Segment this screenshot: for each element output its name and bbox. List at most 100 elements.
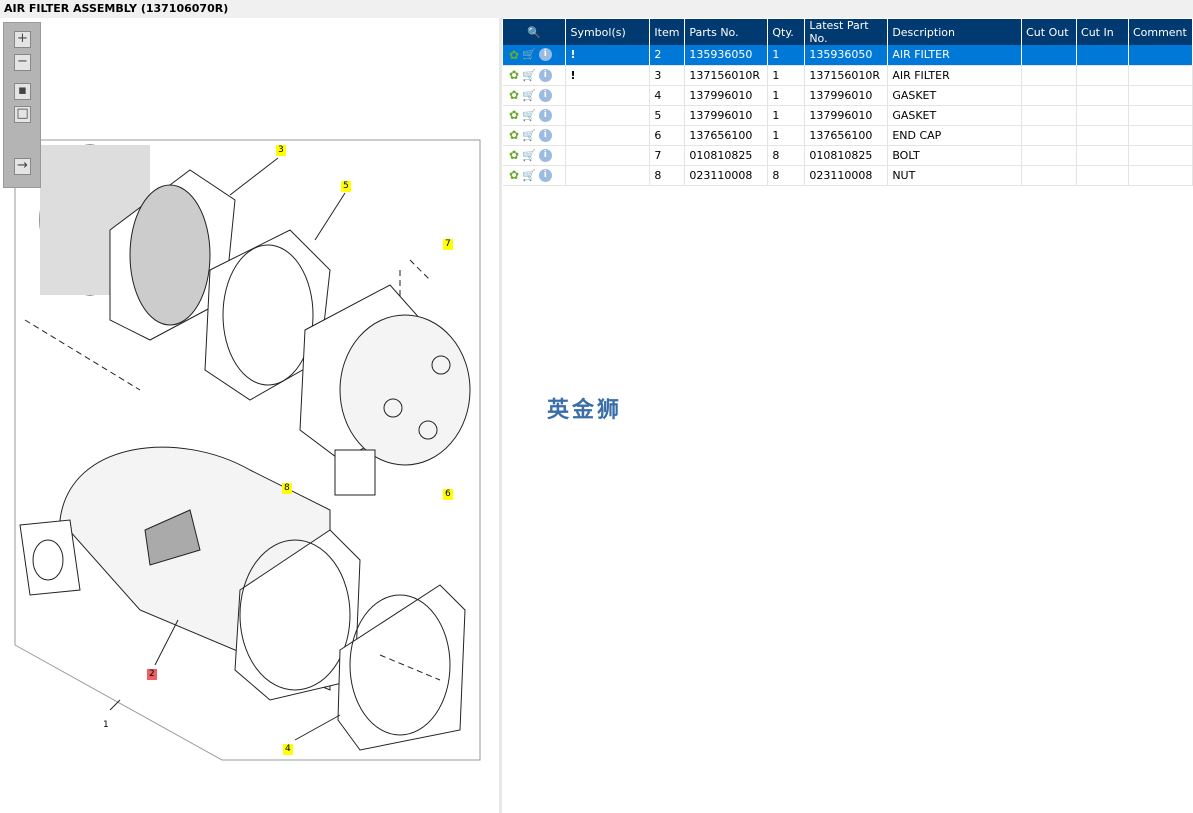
qty-cell: 1 [767,85,806,106]
parts-table: 🔍 Symbol(s) Item Parts No. Qty. Latest P… [503,19,1193,186]
page-title: AIR FILTER ASSEMBLY (137106070R) [0,0,1193,18]
table-row[interactable]: ✿🛒i 5 137996010 1 137996010 GASKET [503,105,1193,126]
fit-all-icon[interactable]: ▪ [14,83,31,100]
cut-in-cell [1076,145,1129,166]
cut-out-cell [1021,65,1078,86]
cart-icon[interactable]: 🛒 [522,128,536,142]
cut-in-cell [1076,125,1129,146]
cut-in-cell [1076,45,1129,66]
item-cell: 6 [649,125,686,146]
cart-icon[interactable]: 🛒 [522,108,536,122]
comment-cell [1128,65,1193,86]
cart-icon[interactable]: 🛒 [522,168,536,182]
cart-icon[interactable]: 🛒 [522,88,536,102]
info-icon[interactable]: i [538,88,552,102]
header-description[interactable]: Description [887,19,1023,45]
item-cell: 8 [649,165,686,186]
gear-icon[interactable]: ✿ [509,168,520,182]
part-number-cell: 135936050 [684,45,769,66]
cut-in-cell [1076,65,1129,86]
table-row[interactable]: ✿🛒i ! 3 137156010R 1 137156010R AIR FILT… [503,65,1193,86]
header-qty[interactable]: Qty. [767,19,806,45]
splitter[interactable] [499,18,502,813]
gear-icon[interactable]: ✿ [509,148,520,162]
header-symbols[interactable]: Symbol(s) [565,19,651,45]
cart-icon[interactable]: 🛒 [522,68,536,82]
table-row[interactable]: ✿🛒i 6 137656100 1 137656100 END CAP [503,125,1193,146]
header-latest-part-no[interactable]: Latest Part No. [804,19,889,45]
info-icon[interactable]: i [538,168,552,182]
part-number-cell: 023110008 [684,165,769,186]
qty-cell: 1 [767,65,806,86]
table-row[interactable]: ✿🛒i 7 010810825 8 010810825 BOLT [503,145,1193,166]
table-row[interactable]: ✿🛒i 8 023110008 8 023110008 NUT [503,165,1193,186]
header-cut-out[interactable]: Cut Out [1021,19,1078,45]
item-cell: 7 [649,145,686,166]
latest-part-cell: 137156010R [804,65,889,86]
cut-out-cell [1021,145,1078,166]
latest-part-cell: 023110008 [804,165,889,186]
info-icon[interactable]: i [538,108,552,122]
callout-6[interactable]: 6 [443,489,453,500]
table-row[interactable]: ✿🛒i 4 137996010 1 137996010 GASKET [503,85,1193,106]
symbol-cell [565,105,651,126]
qty-cell: 1 [767,105,806,126]
cut-in-cell [1076,85,1129,106]
exploded-diagram [14,139,481,761]
symbol-cell [565,145,651,166]
zoom-out-icon[interactable]: − [14,54,31,71]
gear-icon[interactable]: ✿ [509,47,520,62]
cut-out-cell [1021,105,1078,126]
comment-cell [1128,165,1193,186]
info-icon[interactable]: i [538,128,552,142]
fit-window-icon[interactable]: □ [14,106,31,123]
zoom-in-icon[interactable]: + [14,31,31,48]
info-icon[interactable]: i [538,148,552,162]
description-cell: NUT [887,165,1023,186]
part-number-cell: 137996010 [684,105,769,126]
header-cut-in[interactable]: Cut In [1076,19,1129,45]
description-cell: AIR FILTER [887,45,1023,66]
comment-cell [1128,145,1193,166]
gear-icon[interactable]: ✿ [509,88,520,102]
toggle-panel-icon[interactable]: → [14,158,31,175]
qty-cell: 1 [767,45,806,66]
cart-icon[interactable]: 🛒 [522,48,536,62]
callout-8[interactable]: 8 [282,483,292,494]
gear-icon[interactable]: ✿ [509,68,520,82]
symbol-cell [565,85,651,106]
callout-1: 1 [103,720,109,730]
qty-cell: 8 [767,165,806,186]
cart-icon[interactable]: 🛒 [522,148,536,162]
latest-part-cell: 137996010 [804,105,889,126]
comment-cell [1128,85,1193,106]
info-icon[interactable]: i [538,68,552,82]
comment-cell [1128,45,1193,66]
comment-warning-icon[interactable]: ! [570,48,576,62]
search-column-header[interactable]: 🔍 [503,19,567,45]
part-number-cell: 137996010 [684,85,769,106]
cut-out-cell [1021,45,1078,66]
description-cell: GASKET [887,85,1023,106]
comment-warning-icon[interactable]: ! [570,68,576,82]
cut-out-cell [1021,165,1078,186]
gear-icon[interactable]: ✿ [509,128,520,142]
header-parts-no[interactable]: Parts No. [684,19,769,45]
header-item[interactable]: Item [649,19,686,45]
header-comment[interactable]: Comment [1128,19,1193,45]
cut-in-cell [1076,165,1129,186]
callout-2[interactable]: 2 [147,669,157,680]
info-icon[interactable]: i [538,48,552,62]
gear-icon[interactable]: ✿ [509,108,520,122]
symbol-cell [565,165,651,186]
cut-out-cell [1021,85,1078,106]
search-icon[interactable]: 🔍 [527,25,542,39]
description-cell: AIR FILTER [887,65,1023,86]
latest-part-cell: 010810825 [804,145,889,166]
callout-3[interactable]: 3 [276,145,286,156]
callout-7[interactable]: 7 [443,239,453,250]
item-cell: 5 [649,105,686,126]
table-row[interactable]: ✿🛒i ! 2 135936050 1 135936050 AIR FILTER [503,45,1193,66]
callout-4[interactable]: 4 [283,744,293,755]
callout-5[interactable]: 5 [341,181,351,192]
